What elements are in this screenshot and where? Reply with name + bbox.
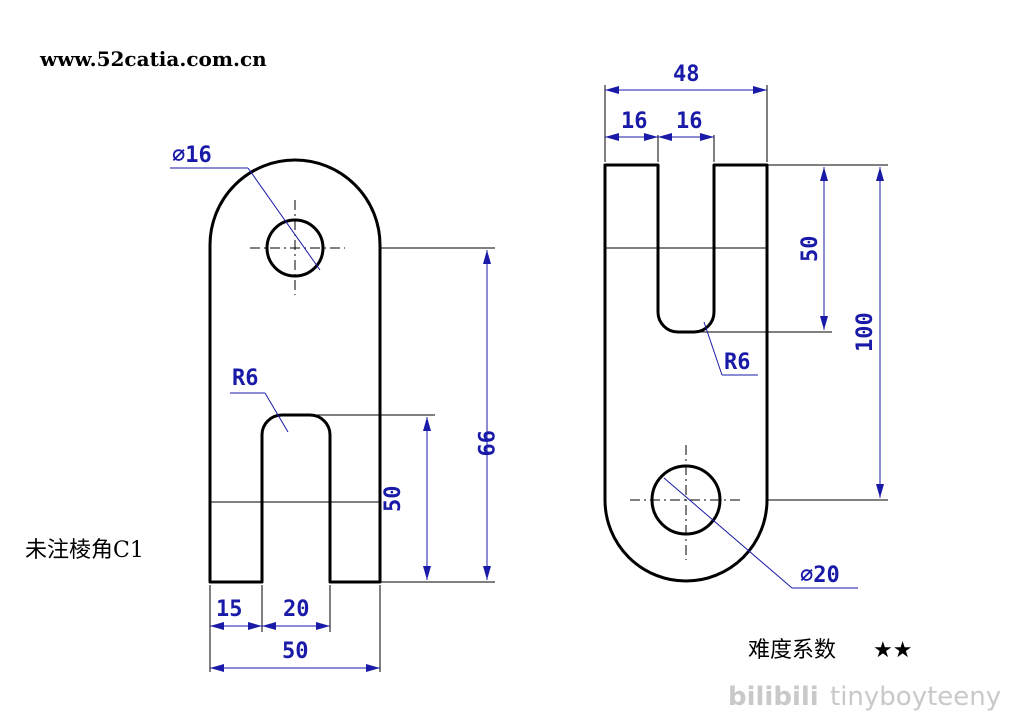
difficulty-label: 难度系数 [748,638,836,663]
front-view: ∅16 R6 99 50 15 20 50 [170,143,497,672]
side-slot-width-label: 16 [676,109,703,134]
front-dim-50-arrow-top [423,417,431,431]
side-total-width-label: 48 [673,62,700,87]
side-view: 48 16 16 50 100 R6 ∅20 [603,62,888,589]
side-dim-16b-arrow-right [700,133,714,141]
front-height-99-label: 99 [472,430,497,457]
front-slot-depth-label: 50 [381,486,406,513]
front-hole-diameter-label: ∅16 [172,143,212,168]
side-hole-leader-diag [663,477,793,589]
front-dim-total-arrow-right [366,664,380,672]
watermark-logo: bilibili [728,682,819,712]
front-dim-99-arrow-bottom [483,566,491,580]
side-radius-leader-diag [703,321,723,376]
side-dim-48-arrow-left [605,86,619,94]
front-dim-50-arrow-bottom [423,566,431,580]
side-view-outline [603,163,769,583]
site-url: www.52catia.com.cn [39,47,267,71]
front-dim-20-arrow-left [262,622,276,630]
side-dim-16a-arrow-right [644,133,658,141]
side-dim-50-arrow-bottom [820,316,828,330]
side-dim-100-arrow-top [876,167,884,181]
front-dim-15-arrow-left [210,622,224,630]
front-left-width-label: 15 [216,597,243,622]
side-hole-diameter-label: ∅20 [800,563,840,588]
front-dim-20-arrow-right [316,622,330,630]
front-hole-leader-diag [247,167,321,271]
side-dim-48-arrow-right [753,86,767,94]
side-slot-radius-label: R6 [724,350,751,375]
front-slot-width-label: 20 [283,597,310,622]
side-height-100-label: 100 [853,312,878,352]
watermark-user: tinyboyteeny [830,682,1001,712]
side-dim-16a-arrow-left [605,133,619,141]
front-dim-15-arrow-right [248,622,262,630]
front-total-width-label: 50 [282,639,309,664]
chamfer-note: 未注棱角C1 [25,538,144,563]
side-dim-100-arrow-bottom [876,484,884,498]
side-slot-depth-label: 50 [798,236,823,263]
difficulty-stars: ★★ [873,638,912,663]
side-left-prong-label: 16 [621,109,648,134]
front-dim-total-arrow-left [210,664,224,672]
front-radius-leader-diag [264,392,289,433]
front-dim-99-arrow-top [483,250,491,264]
side-dim-16b-arrow-left [658,133,672,141]
front-slot-radius-label: R6 [232,366,259,391]
side-dim-50-arrow-top [820,167,828,181]
